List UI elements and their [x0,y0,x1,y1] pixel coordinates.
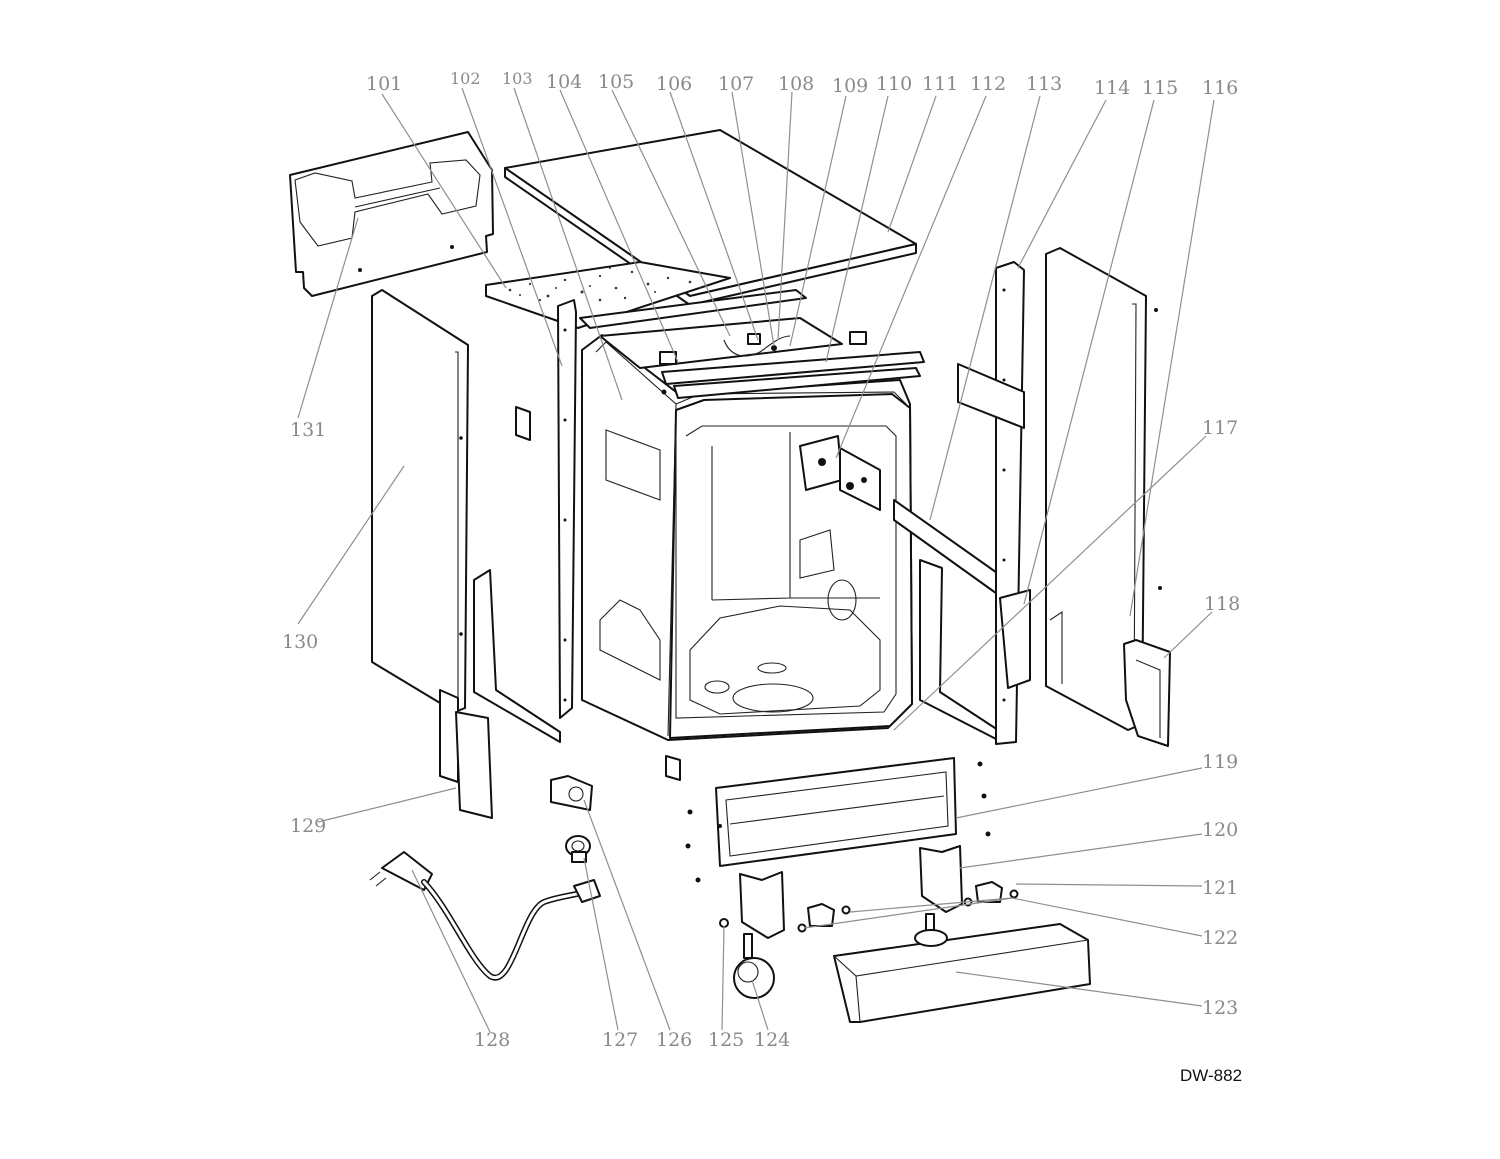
callout-labels: 101 102 103 104 105 106 107 108 109 110 … [282,69,1240,1051]
leader-127 [583,857,619,1031]
leader-112 [835,95,987,459]
callout-107: 107 [718,73,754,95]
callout-123: 123 [1202,997,1238,1019]
foot-bracket-part [739,845,963,939]
callout-118: 118 [1204,593,1240,615]
leader-128 [411,869,491,1033]
callout-130: 130 [282,631,318,653]
leader-129 [317,787,457,823]
leader-120 [959,833,1203,869]
leader-130 [297,465,405,625]
leader-115 [1023,99,1155,605]
power-cord-part [369,851,601,981]
leader-103 [513,87,623,401]
callout-104: 104 [546,71,582,93]
leader-111 [887,95,937,233]
left-upright-part [439,299,577,783]
leader-122b [849,897,1013,913]
callout-113: 113 [1026,73,1062,95]
left-kick-panel-part [455,711,493,819]
model-code: DW-882 [1180,1066,1243,1085]
castor-wheel-part [733,913,948,999]
right-kick-bracket-part [1123,639,1171,747]
leader-131 [297,217,359,419]
callout-111: 111 [922,73,958,95]
leader-125 [721,925,725,1031]
worktop-part [504,129,917,306]
kick-plate-frame-part [685,757,991,883]
leader-109 [789,95,847,347]
callout-102: 102 [450,69,481,88]
callout-108: 108 [778,73,814,95]
leader-124 [751,979,769,1031]
callout-127: 127 [602,1029,638,1051]
callout-121: 121 [1202,877,1238,899]
leader-113 [929,95,1041,521]
callout-129: 129 [290,815,326,837]
top-frame-part [579,289,925,399]
small-bracket-part [550,775,593,811]
leader-107 [731,91,775,347]
parts-drawing [289,129,1171,1023]
leader-116 [1129,99,1215,617]
callout-116: 116 [1202,77,1238,99]
callout-114: 114 [1094,77,1130,99]
callout-128: 128 [474,1029,510,1051]
leader-126 [583,799,671,1031]
leader-104 [559,89,679,363]
callout-106: 106 [656,73,692,95]
callout-131: 131 [290,419,326,441]
callout-112: 112 [970,73,1006,95]
right-upright-part [957,261,1031,745]
leader-122d [969,897,1013,905]
leader-119 [955,767,1203,819]
leader-118 [1163,611,1213,659]
callout-122: 122 [1202,927,1238,949]
leader-121 [1015,883,1203,887]
leader-123 [955,971,1203,1007]
leader-122a [1011,897,1203,937]
callout-110: 110 [876,73,912,95]
leader-114 [1017,99,1107,269]
callout-126: 126 [656,1029,692,1051]
leader-102 [461,87,563,367]
leader-105 [611,89,731,337]
leader-108 [777,91,793,341]
leader-110 [825,95,889,363]
callout-103: 103 [502,69,533,88]
callout-124: 124 [754,1029,790,1051]
clip-part [797,881,1019,933]
tub-body-part [581,334,913,781]
leader-106 [669,91,759,341]
leader-117 [893,435,1207,731]
leader-101 [381,93,507,289]
left-side-panel-part [371,289,469,713]
callout-120: 120 [1202,819,1238,841]
rear-bracket-part [289,131,494,297]
callout-101: 101 [366,73,402,95]
callout-109: 109 [832,75,868,97]
callout-105: 105 [598,71,634,93]
callout-125: 125 [708,1029,744,1051]
screw-part [719,918,729,928]
callout-119: 119 [1202,751,1238,773]
leader-lines [297,87,1215,1033]
callout-117: 117 [1202,417,1238,439]
callout-115: 115 [1142,77,1178,99]
connector-part [565,835,591,863]
